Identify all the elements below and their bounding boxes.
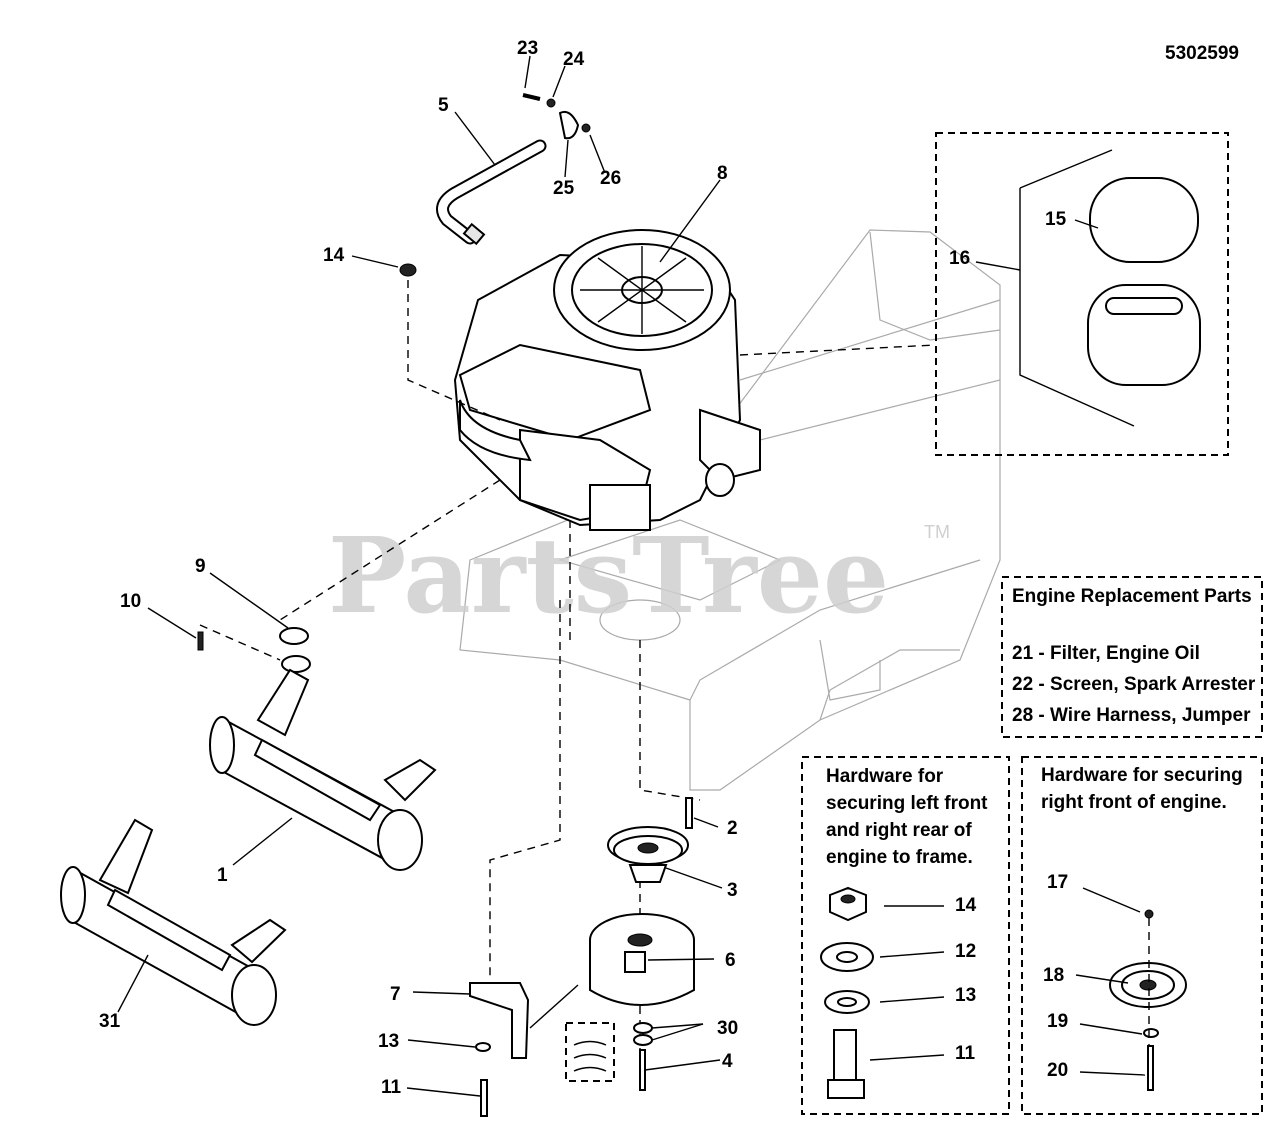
callout-12: 12	[955, 941, 976, 962]
engine-replacement-item-3: 28 - Wire Harness, Jumper	[1012, 705, 1251, 726]
watermark-tm: TM	[924, 522, 950, 542]
hardware-right-line-2: right front of engine.	[1041, 792, 1227, 813]
callout-labels: 23 24 5 25 26 8 14 15 16 9 10 1 31 2 3 6…	[99, 38, 1068, 1098]
hardware-left-line-4: engine to frame.	[826, 847, 973, 868]
diagram-number: 5302599	[1165, 43, 1239, 64]
part-13-washer	[475, 1042, 491, 1052]
callout-19: 19	[1047, 1011, 1068, 1032]
callout-31: 31	[99, 1011, 121, 1032]
hardware-right-box: Hardware for securing right front of eng…	[1021, 756, 1263, 1115]
hardware-left-line-3: and right rear of	[826, 820, 972, 841]
callout-1: 1	[217, 865, 228, 886]
callout-6: 6	[725, 950, 736, 971]
hardware-right-line-1: Hardware for securing	[1041, 765, 1243, 786]
part-11-bolt	[480, 1079, 488, 1117]
callout-3: 3	[727, 880, 738, 901]
part-4-bolt	[639, 1049, 646, 1091]
leader-frame-pulley	[639, 640, 701, 801]
engine-replacement-item-1: 21 - Filter, Engine Oil	[1012, 643, 1200, 664]
part-2-pin	[685, 797, 693, 829]
part-19-washer	[1143, 1028, 1159, 1038]
leader-10-gasket	[199, 624, 281, 661]
part-17-nut	[1144, 909, 1154, 919]
callout-11-box: 11	[955, 1043, 976, 1064]
leader-filter-box	[739, 344, 936, 356]
part-14-plug	[399, 263, 417, 277]
part-6-clutch	[589, 913, 695, 1006]
part-8-engine	[453, 229, 761, 531]
callout-10: 10	[120, 591, 141, 612]
part-31-muffler	[60, 818, 287, 1026]
callout-25: 25	[553, 178, 575, 199]
part-14-nut	[829, 886, 867, 922]
leader-14-engine	[407, 280, 501, 421]
callout-30: 30	[717, 1018, 738, 1039]
parts-23-26-clamp	[522, 93, 591, 140]
part-5-drain-tube	[436, 139, 547, 246]
callout-26: 26	[600, 168, 621, 189]
callout-18: 18	[1043, 965, 1064, 986]
engine-replacement-item-2: 22 - Screen, Spark Arrester	[1012, 674, 1256, 695]
part-1-muffler	[209, 668, 437, 871]
part-10-bolt	[197, 631, 204, 651]
engine-replacement-box: Engine Replacement Parts 21 - Filter, En…	[1001, 576, 1263, 738]
engine-replacement-title: Engine Replacement Parts	[1012, 586, 1252, 607]
callout-13-box: 13	[955, 985, 976, 1006]
callout-4: 4	[722, 1051, 733, 1072]
callout-23: 23	[517, 38, 538, 59]
callout-15: 15	[1045, 209, 1067, 230]
part-16-filter-box	[935, 132, 1229, 456]
leader-frame-bracket	[489, 600, 561, 980]
callout-9: 9	[195, 556, 206, 577]
part-9-gaskets	[279, 627, 311, 673]
part-11-hex-bolt	[833, 1029, 857, 1081]
callout-2: 2	[727, 818, 738, 839]
callout-16: 16	[949, 248, 970, 269]
callout-13-left: 13	[378, 1031, 399, 1052]
hardware-left-line-1: Hardware for	[826, 766, 944, 787]
watermark: PartsTree	[328, 514, 889, 637]
part-3-pulley	[607, 826, 689, 883]
hardware-left-line-2: securing left front	[826, 793, 988, 814]
callout-14-top: 14	[323, 245, 345, 266]
mower-frame	[459, 229, 1001, 791]
callout-5: 5	[438, 95, 449, 116]
part-7-bracket	[469, 982, 530, 1059]
callout-7: 7	[390, 984, 401, 1005]
callout-24: 24	[563, 49, 585, 70]
hardware-left-box: Hardware for securing left front and rig…	[801, 756, 1010, 1115]
callout-20: 20	[1047, 1060, 1068, 1081]
part-20-bolt	[1147, 1045, 1154, 1091]
callout-17: 17	[1047, 872, 1068, 893]
callout-14-box: 14	[955, 895, 977, 916]
leader-engine-muffler	[279, 479, 501, 621]
callout-8: 8	[717, 163, 728, 184]
callout-11-left: 11	[381, 1077, 402, 1098]
callout-leaders	[117, 55, 1099, 1097]
